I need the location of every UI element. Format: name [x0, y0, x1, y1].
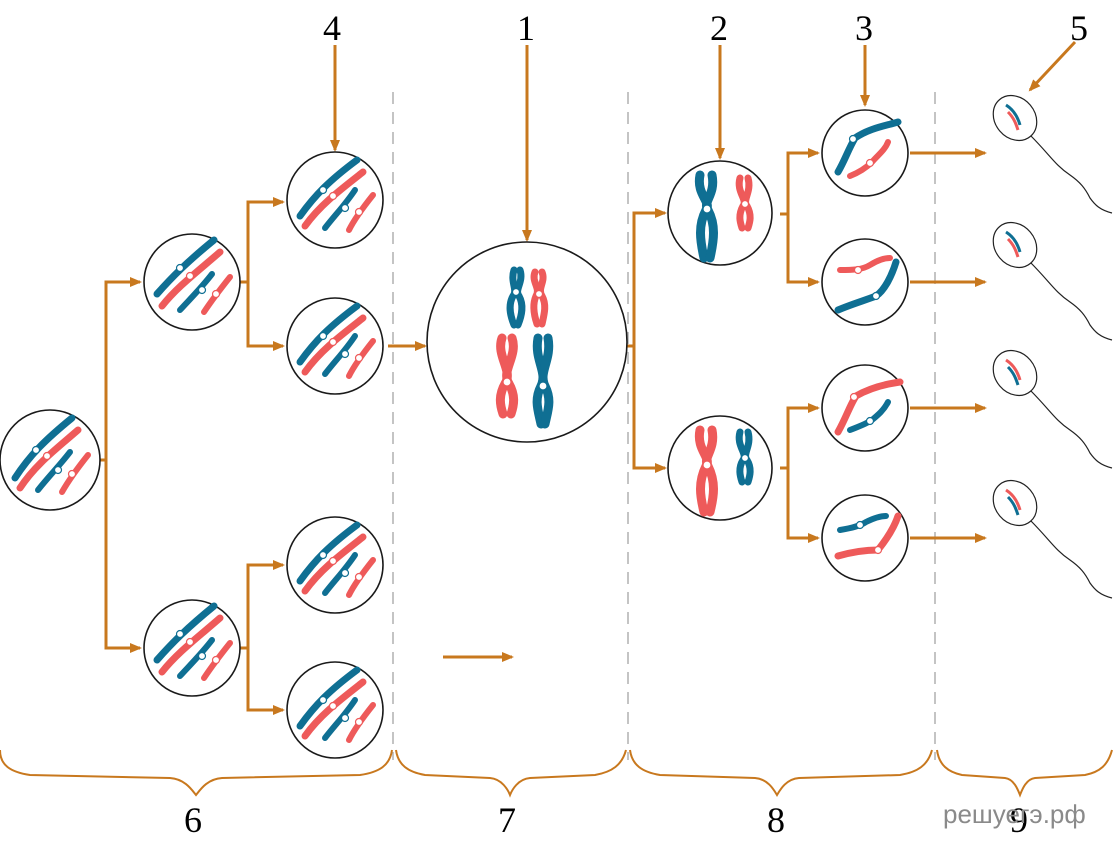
label-2: 2 [710, 8, 728, 48]
cell-spermatogonium-lower [143, 599, 241, 697]
cell-spermatogonium-3a [286, 151, 384, 249]
cell-secondary-2 [821, 238, 909, 326]
cell-meiosis-upper [667, 160, 773, 266]
cell-spermatogonium-3b [286, 297, 384, 395]
connection-arrows [100, 40, 1077, 715]
label-6: 6 [184, 800, 202, 840]
cell-secondary-4 [821, 494, 909, 582]
cell-secondary-3 [821, 364, 909, 452]
number-labels: 4 1 2 3 5 6 7 8 9 [184, 8, 1088, 840]
sperm-4 [992, 479, 1113, 599]
label-3: 3 [855, 8, 873, 48]
cell-spermatogonium-upper [143, 233, 241, 331]
cell-meiosis-lower [667, 415, 773, 521]
cell-primary-spermatocyte [426, 241, 628, 443]
sperm-1 [992, 94, 1113, 214]
cell-spermatogonium-3d [286, 661, 384, 759]
label-5: 5 [1070, 8, 1088, 48]
label-1: 1 [517, 8, 535, 48]
watermark: решуегэ.рф [943, 799, 1086, 829]
label-8: 8 [767, 800, 785, 840]
stage-braces [0, 749, 1113, 798]
label-4: 4 [323, 8, 341, 48]
label-9: 9 [1010, 800, 1028, 840]
cell-spermatogonium-initial [0, 409, 101, 511]
stage-dividers [392, 92, 936, 760]
label-7: 7 [498, 800, 516, 840]
cell-secondary-1 [821, 109, 909, 197]
cell-spermatogonium-3c [286, 516, 384, 614]
sperm-2 [992, 221, 1113, 341]
sperm-3 [992, 349, 1113, 469]
